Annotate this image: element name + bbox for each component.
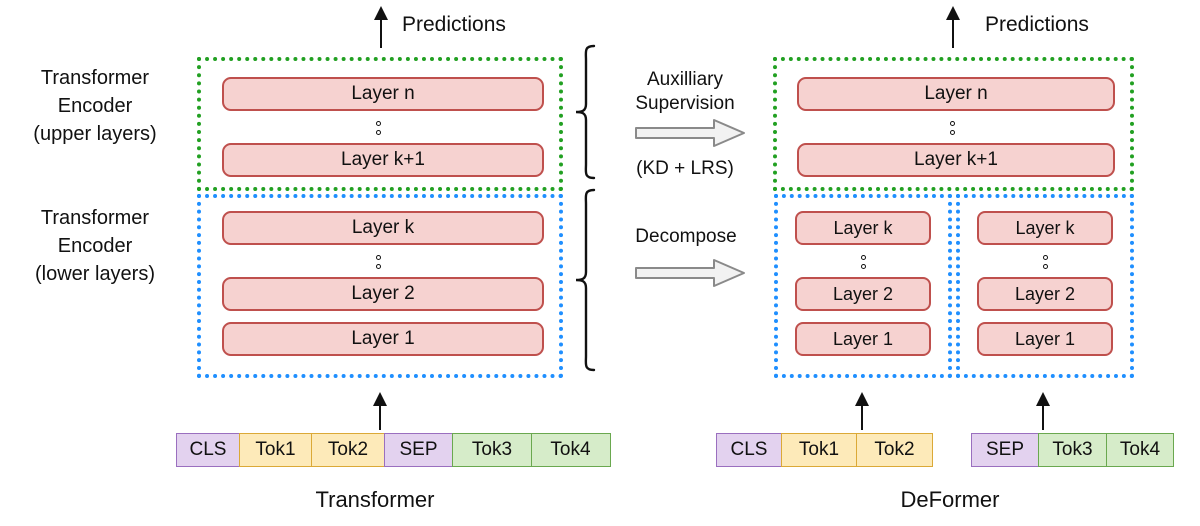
- left-token-row: CLS Tok1 Tok2 SEP Tok3 Tok4: [176, 433, 611, 467]
- right-lower-layer-group-a: Layer k Layer 2 Layer 1: [774, 194, 952, 378]
- token-chip[interactable]: Tok2: [856, 433, 933, 467]
- right-input-arrow-a-icon: [854, 392, 870, 430]
- arrow-head: [373, 392, 387, 406]
- right-upper-ellipsis-icon: [946, 119, 958, 137]
- layer-box: Layer n: [797, 77, 1115, 111]
- right-lower-a-ellipsis-icon: [857, 253, 869, 271]
- layer-box: Layer k: [977, 211, 1113, 245]
- token-chip[interactable]: Tok1: [238, 433, 313, 467]
- left-lower-encoder-label: Transformer Encoder (lower layers): [0, 204, 190, 288]
- token-chip[interactable]: Tok1: [780, 433, 858, 467]
- left-lower-encoder-line2: Encoder: [57, 235, 133, 257]
- token-chip[interactable]: CLS: [176, 433, 240, 467]
- layer-box: Layer 1: [977, 322, 1113, 356]
- right-lower-b-ellipsis-icon: [1039, 253, 1051, 271]
- left-upper-layer-group: Layer n Layer k+1: [197, 57, 563, 191]
- left-predictions-label: Predictions: [402, 13, 506, 36]
- right-token-row-a: CLS Tok1 Tok2: [716, 433, 933, 467]
- left-lower-encoder-line1: Transformer: [40, 207, 150, 229]
- token-chip[interactable]: Tok3: [452, 433, 532, 467]
- right-input-arrow-b-icon: [1035, 392, 1051, 430]
- arrow-head: [855, 392, 869, 406]
- aux-supervision-label: Auxilliary Supervision: [612, 68, 758, 116]
- decompose-label: Decompose: [635, 226, 737, 247]
- right-lower-layer-group-b: Layer k Layer 2 Layer 1: [956, 194, 1134, 378]
- lower-brace-icon: [574, 188, 600, 372]
- layer-box: Layer k+1: [222, 143, 544, 177]
- layer-box: Layer k+1: [797, 143, 1115, 177]
- right-model-caption: DeFormer: [900, 487, 1000, 512]
- arrow-stem: [861, 404, 863, 430]
- token-chip[interactable]: SEP: [971, 433, 1039, 467]
- arrow-stem: [1042, 404, 1044, 430]
- aux-supervision-line1: Auxilliary: [646, 69, 724, 90]
- token-chip[interactable]: Tok4: [1106, 433, 1174, 467]
- decompose-arrow-icon: [634, 258, 746, 288]
- left-upper-encoder-label: Transformer Encoder (upper layers): [0, 64, 190, 148]
- token-chip[interactable]: Tok2: [311, 433, 385, 467]
- left-predictions-arrow-icon: [373, 6, 389, 48]
- aux-supervision-note: (KD + LRS): [636, 158, 734, 179]
- left-model-caption: Transformer: [315, 487, 435, 512]
- arrow-head: [946, 6, 960, 20]
- left-lower-ellipsis-icon: [372, 253, 384, 271]
- layer-box: Layer 2: [795, 277, 931, 311]
- layer-box: Layer 1: [795, 322, 931, 356]
- aux-supervision-line2: Supervision: [635, 93, 735, 114]
- left-upper-ellipsis-icon: [372, 119, 384, 137]
- layer-box: Layer k: [222, 211, 544, 245]
- arrow-head: [1036, 392, 1050, 406]
- token-chip[interactable]: Tok3: [1037, 433, 1108, 467]
- right-token-row-b: SEP Tok3 Tok4: [971, 433, 1174, 467]
- right-predictions-arrow-icon: [945, 6, 961, 48]
- right-predictions-label: Predictions: [985, 13, 1089, 36]
- layer-box: Layer n: [222, 77, 544, 111]
- left-lower-encoder-line3: (lower layers): [34, 263, 156, 285]
- layer-box: Layer k: [795, 211, 931, 245]
- arrow-stem: [380, 18, 382, 48]
- token-chip[interactable]: Tok4: [530, 433, 611, 467]
- arrow-stem: [952, 18, 954, 48]
- left-input-arrow-icon: [372, 392, 388, 430]
- left-lower-layer-group: Layer k Layer 2 Layer 1: [197, 194, 563, 378]
- layer-box: Layer 2: [222, 277, 544, 311]
- upper-brace-icon: [574, 44, 600, 180]
- arrow-head: [374, 6, 388, 20]
- layer-box: Layer 2: [977, 277, 1113, 311]
- left-upper-encoder-line2: Encoder: [57, 95, 133, 117]
- arrow-stem: [379, 404, 381, 430]
- left-upper-encoder-line1: Transformer: [40, 67, 150, 89]
- token-chip[interactable]: CLS: [716, 433, 782, 467]
- aux-supervision-arrow-icon: [634, 118, 746, 148]
- layer-box: Layer 1: [222, 322, 544, 356]
- token-chip[interactable]: SEP: [383, 433, 454, 467]
- right-upper-layer-group: Layer n Layer k+1: [773, 57, 1134, 191]
- left-upper-encoder-line3: (upper layers): [33, 123, 157, 145]
